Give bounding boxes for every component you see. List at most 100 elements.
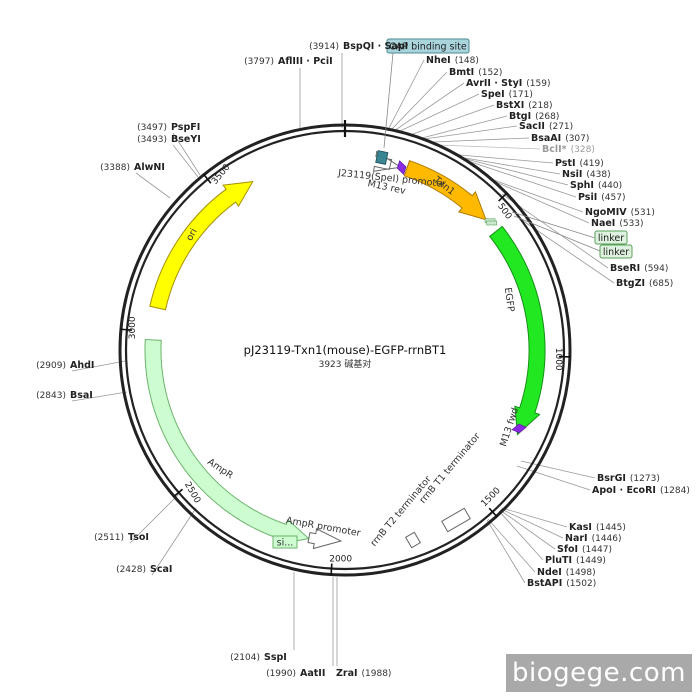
site-440-label[interactable]: SphI(440) — [570, 180, 622, 191]
linker2-feature[interactable] — [486, 220, 498, 226]
site-533-label[interactable]: NaeI(533) — [591, 218, 644, 229]
site-3388-label[interactable]: (3388)AlwNI — [100, 162, 165, 173]
site-leader-line — [487, 518, 536, 573]
t1-terminator-box[interactable] — [441, 507, 471, 533]
site-enzyme-name: BseRI — [610, 263, 640, 274]
tick-mark — [202, 173, 212, 184]
watermark-logo: biogege.com — [506, 654, 692, 692]
site-position: (1502) — [566, 579, 596, 589]
restriction-site-labels: (3914)BspQI · SapI (3797)AflIII · PciI (34… — [36, 41, 690, 679]
site-leader-line — [500, 508, 564, 539]
egfp-feature[interactable] — [488, 225, 546, 436]
site-438-label[interactable]: NsiI(438) — [562, 169, 611, 180]
site-152-label[interactable]: BmtI (152) — [449, 67, 502, 78]
site-position: (159) — [526, 79, 550, 89]
m13fwd-feature[interactable] — [511, 422, 527, 434]
site-enzyme-name: BsaI — [70, 390, 93, 401]
site-enzyme-name: ScaI — [150, 564, 172, 575]
ampr-small-feature[interactable]: si... — [272, 535, 298, 549]
site-3797-label[interactable]: (3797)AflIII · PciI — [244, 56, 333, 67]
site-enzyme-name: NheI — [426, 55, 451, 66]
t2-terminator-label: rrnB T2 terminator — [368, 474, 433, 549]
site-218-label[interactable]: BstXI(218) — [496, 100, 553, 111]
site-1990-label[interactable]: (1990)AatII — [266, 668, 325, 679]
site-271-label[interactable]: SacII(271) — [519, 121, 573, 132]
site-1988-label[interactable]: ZraI (1988) — [336, 668, 391, 679]
linker-tag-2[interactable]: linker — [599, 244, 633, 259]
site-3493-label[interactable]: (3493)BseYI — [137, 134, 201, 145]
site-2511-label[interactable]: (2511)TsoI — [94, 532, 149, 543]
site-position: (307) — [565, 134, 589, 144]
site-1273-label[interactable]: BsrGI(1273) — [597, 473, 660, 484]
site-position: (148) — [455, 56, 479, 66]
site-position: (1446) — [592, 534, 622, 544]
site-leader-line — [499, 509, 556, 550]
site-enzyme-name: KasI — [569, 522, 592, 533]
site-2428-label[interactable]: (2428)ScaI — [116, 564, 172, 575]
site-leader-line — [172, 132, 201, 176]
site-leader-line — [487, 177, 584, 213]
site-1284-label[interactable]: ApoI · EcoRI(1284) — [592, 485, 690, 496]
site-3914-label[interactable]: (3914)BspQI · SapI — [309, 41, 408, 52]
cap-binding-site-tag[interactable]: CAP binding site — [386, 38, 470, 54]
site-328-label[interactable]: BclI*(328) — [542, 144, 595, 155]
site-enzyme-name: BstXI — [496, 100, 524, 111]
site-leader-line — [421, 115, 508, 139]
site-enzyme-name: ZraI — [336, 668, 358, 679]
linker-tag-1[interactable]: linker — [594, 230, 628, 245]
site-enzyme-name: SspI — [264, 652, 287, 663]
site-419-label[interactable]: PstI (419) — [555, 158, 604, 169]
linker-leader-2 — [513, 215, 601, 252]
amprprom-feature[interactable] — [307, 527, 343, 550]
site-1447-label[interactable]: SfoI(1447) — [557, 544, 612, 555]
site-leader-line — [432, 137, 530, 143]
site-position: (1988) — [362, 669, 392, 679]
cap-binding-site-feature[interactable] — [375, 150, 389, 165]
site-position: (1498) — [566, 568, 596, 578]
ampr-feature[interactable] — [144, 338, 310, 545]
site-594-label[interactable]: BseRI(594) — [610, 263, 668, 274]
site-1446-label[interactable]: NarI(1446) — [565, 533, 622, 544]
tick-mark — [498, 192, 508, 202]
site-position: (1284) — [660, 486, 690, 496]
site-531-label[interactable]: NgoMIV(531) — [585, 207, 655, 218]
ori-feature[interactable] — [149, 181, 254, 311]
site-position: (3388) — [100, 163, 130, 173]
site-enzyme-name: PstI — [555, 158, 576, 169]
site-enzyme-name: BmtI — [449, 67, 474, 78]
site-enzyme-name: BstAPI — [527, 578, 562, 589]
tick-mark — [330, 563, 333, 576]
site-685-label[interactable]: BtgZI(685) — [616, 278, 673, 289]
site-2909-label[interactable]: (2909)AhdI — [36, 360, 94, 371]
site-enzyme-name: PspFI — [171, 122, 200, 133]
site-1502-label[interactable]: BstAPI (1502) — [527, 578, 596, 589]
m13rev-feature[interactable] — [396, 160, 407, 176]
site-enzyme-name: SacII — [519, 121, 545, 132]
site-268-label[interactable]: BtgI(268) — [509, 111, 559, 122]
site-position: (419) — [580, 159, 604, 169]
site-leader-line — [486, 519, 526, 584]
site-307-label[interactable]: BsaAI(307) — [531, 133, 589, 144]
site-leader-line — [464, 157, 561, 175]
site-1449-label[interactable]: PluTI(1449) — [545, 555, 606, 566]
site-2104-label[interactable]: (2104)SspI — [230, 652, 287, 663]
site-148-label[interactable]: NheI (148) — [426, 55, 479, 66]
t2-terminator-box[interactable] — [404, 531, 422, 549]
site-159-label[interactable]: AvrII · StyI(159) — [466, 78, 551, 89]
site-457-label[interactable]: PsiI(457) — [578, 192, 625, 203]
tick-label: 1000 — [553, 348, 563, 371]
tick-label: 3000 — [128, 316, 138, 339]
site-171-label[interactable]: SpeI(171) — [481, 89, 533, 100]
site-enzyme-name: NgoMIV — [585, 207, 627, 218]
site-2843-label[interactable]: (2843)BsaI — [36, 390, 93, 401]
ampr-small-feature-label: si... — [277, 538, 294, 549]
site-1498-label[interactable]: NdeI(1498) — [537, 567, 596, 578]
site-position: (1990) — [266, 669, 296, 679]
site-3497-label[interactable]: (3497)PspFI — [137, 122, 200, 133]
site-1445-label[interactable]: KasI(1445) — [569, 522, 626, 533]
site-leader-line — [135, 172, 171, 199]
cap-tag-leader — [383, 52, 394, 149]
site-position: (152) — [478, 68, 502, 78]
egfp-label: EGFP — [502, 287, 516, 313]
